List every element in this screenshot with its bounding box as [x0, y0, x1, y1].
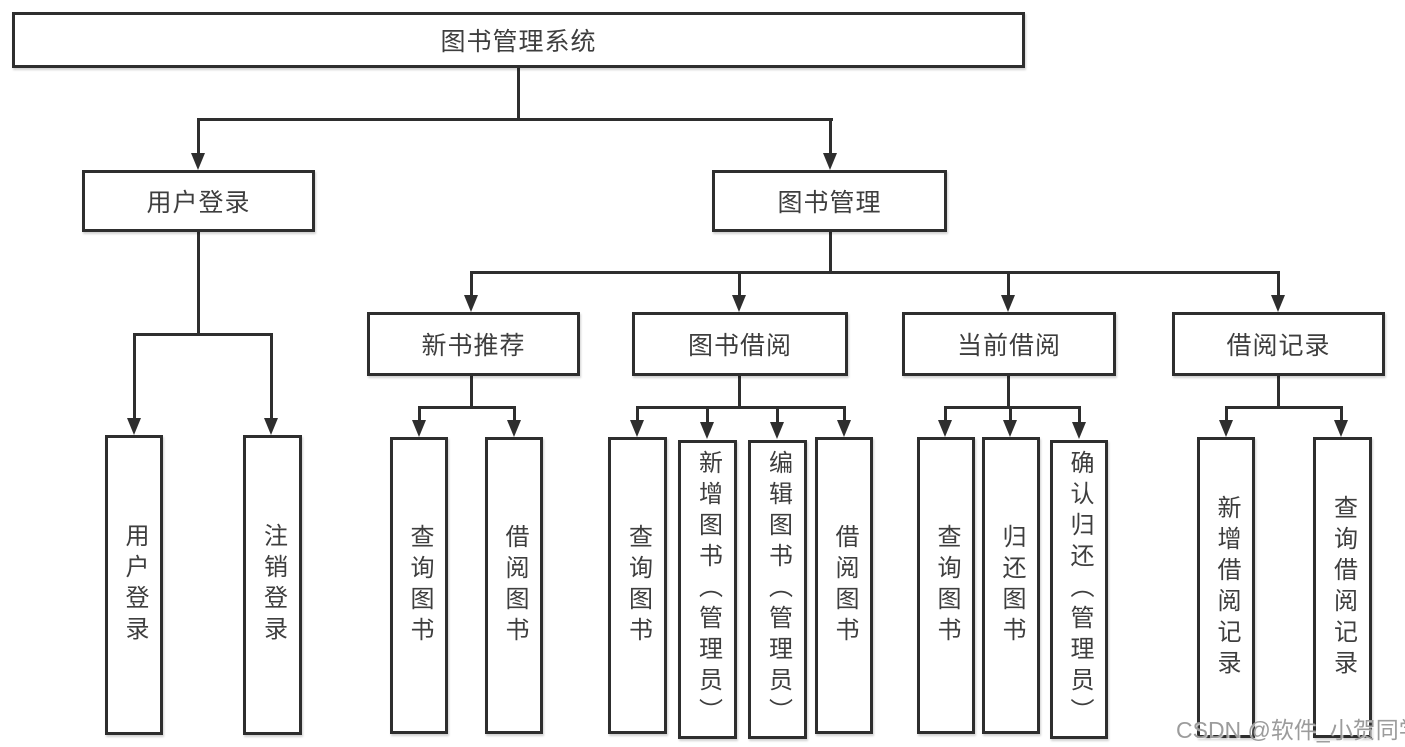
leaf-cb-return-books-label: 归还图书 — [998, 523, 1025, 648]
leaf-rec-query-books: 查询图书 — [390, 437, 448, 734]
arrowhead-user-login — [191, 153, 205, 170]
leaf-br-query-record-label: 查询借阅记录 — [1329, 494, 1357, 681]
leaf-bb-edit-books-admin-label: 编辑图书（管理员） — [764, 450, 792, 729]
connector-drop-rec-query — [418, 406, 421, 422]
arrowhead-cb-query — [938, 420, 952, 437]
arrowhead-book-borrow — [732, 295, 746, 312]
leaf-bb-query-books-label: 查询图书 — [624, 523, 652, 648]
node-book-borrowing: 图书借阅 — [632, 312, 848, 376]
node-user-login: 用户登录 — [82, 170, 315, 232]
arrowhead-bb-edit — [770, 422, 784, 439]
csdn-watermark: CSDN @软件_小贺同学 — [1176, 717, 1405, 743]
leaf-br-add-record-label: 新增借阅记录 — [1213, 494, 1240, 681]
leaf-user-login: 用户登录 — [105, 435, 163, 735]
node-book-borrowing-label: 图书借阅 — [687, 332, 792, 360]
arrowhead-bb-add — [700, 422, 714, 439]
leaf-cb-return-books: 归还图书 — [982, 437, 1040, 734]
node-new-book-recommend-label: 新书推荐 — [421, 332, 526, 360]
connector-drop-leaf-user-login — [133, 333, 136, 421]
connector-new-book-rec-hline — [418, 406, 516, 409]
connector-drop-bb-edit — [776, 406, 779, 424]
connector-borrow-records-hline — [1225, 406, 1343, 409]
connector-drop-cb-query — [944, 406, 947, 422]
arrowhead-leaf-user-login — [127, 418, 141, 435]
node-book-management: 图书管理 — [712, 170, 947, 232]
leaf-bb-edit-books-admin: 编辑图书（管理员） — [748, 440, 807, 739]
connector-new-book-rec-stub — [470, 376, 473, 409]
leaf-bb-query-books: 查询图书 — [608, 437, 667, 734]
connector-drop-user-login — [197, 118, 200, 157]
connector-drop-bb-query — [636, 406, 639, 422]
arrowhead-br-add — [1219, 420, 1233, 437]
leaf-rec-borrow-books-label: 借阅图书 — [501, 523, 528, 648]
node-borrowing-records: 借阅记录 — [1172, 312, 1385, 376]
connector-drop-book-mgmt — [829, 118, 832, 157]
arrowhead-bb-borrow — [837, 420, 851, 437]
arrowhead-borrow-records — [1271, 295, 1285, 312]
connector-drop-cb-return — [1009, 406, 1012, 422]
node-library-system: 图书管理系统 — [12, 12, 1025, 68]
leaf-bb-add-books-admin: 新增图书（管理员） — [678, 440, 737, 739]
node-borrowing-records-label: 借阅记录 — [1226, 332, 1331, 360]
node-new-book-recommend: 新书推荐 — [367, 312, 580, 376]
arrowhead-br-query — [1334, 420, 1348, 437]
arrowhead-cb-confirm — [1072, 422, 1086, 439]
connector-drop-borrow-records — [1277, 271, 1280, 298]
connector-book-mgmt-stub — [829, 232, 832, 274]
connector-drop-rec-borrow — [513, 406, 516, 422]
leaf-bb-borrow-books-label: 借阅图书 — [831, 523, 858, 648]
leaf-cb-query-books-label: 查询图书 — [933, 523, 960, 648]
arrowhead-current-borrow — [1001, 295, 1015, 312]
arrowhead-rec-query — [412, 420, 426, 437]
leaf-rec-query-books-label: 查询图书 — [406, 523, 433, 648]
node-book-management-label: 图书管理 — [777, 189, 882, 217]
connector-book-borrow-stub — [738, 376, 741, 409]
leaf-br-query-record: 查询借阅记录 — [1313, 437, 1372, 738]
leaf-rec-borrow-books: 借阅图书 — [485, 437, 543, 734]
leaf-cb-confirm-return-admin-label: 确认归还（管理员） — [1066, 450, 1093, 729]
node-current-borrowing-label: 当前借阅 — [956, 332, 1061, 360]
connector-level2-hline — [197, 118, 833, 121]
connector-level3-hline — [470, 271, 1280, 274]
connector-drop-current-borrow — [1007, 271, 1010, 298]
node-user-login-label: 用户登录 — [146, 189, 251, 217]
connector-root-stub — [517, 68, 520, 119]
leaf-cb-query-books: 查询图书 — [917, 437, 975, 734]
connector-user-login-stub — [197, 232, 200, 336]
connector-drop-bb-borrow — [843, 406, 846, 422]
leaf-bb-borrow-books: 借阅图书 — [815, 437, 873, 734]
leaf-logout: 注销登录 — [243, 435, 302, 735]
connector-current-borrow-stub — [1007, 376, 1010, 409]
leaf-cb-confirm-return-admin: 确认归还（管理员） — [1050, 440, 1108, 739]
arrowhead-book-mgmt — [823, 153, 837, 170]
connector-drop-br-query — [1340, 406, 1343, 422]
node-current-borrowing: 当前借阅 — [902, 312, 1116, 376]
node-library-system-label: 图书管理系统 — [440, 28, 597, 56]
leaf-bb-add-books-admin-label: 新增图书（管理员） — [694, 450, 722, 729]
arrowhead-cb-return — [1003, 420, 1017, 437]
connector-drop-br-add — [1225, 406, 1228, 422]
connector-drop-new-book-rec — [470, 271, 473, 298]
connector-user-login-hline — [133, 333, 273, 336]
arrowhead-rec-borrow — [507, 420, 521, 437]
leaf-user-login-label: 用户登录 — [121, 523, 148, 647]
connector-drop-bb-add — [706, 406, 709, 424]
connector-current-borrow-hline — [944, 406, 1081, 409]
connector-borrow-records-stub — [1277, 376, 1280, 409]
leaf-br-add-record: 新增借阅记录 — [1197, 437, 1255, 738]
arrowhead-bb-query — [630, 420, 644, 437]
connector-drop-leaf-logout — [270, 333, 273, 421]
arrowhead-leaf-logout — [264, 418, 278, 435]
leaf-logout-label: 注销登录 — [259, 523, 287, 647]
connector-drop-cb-confirm — [1078, 406, 1081, 424]
connector-book-borrow-hline — [636, 406, 846, 409]
arrowhead-new-book-rec — [464, 295, 478, 312]
connector-drop-book-borrow — [738, 271, 741, 298]
